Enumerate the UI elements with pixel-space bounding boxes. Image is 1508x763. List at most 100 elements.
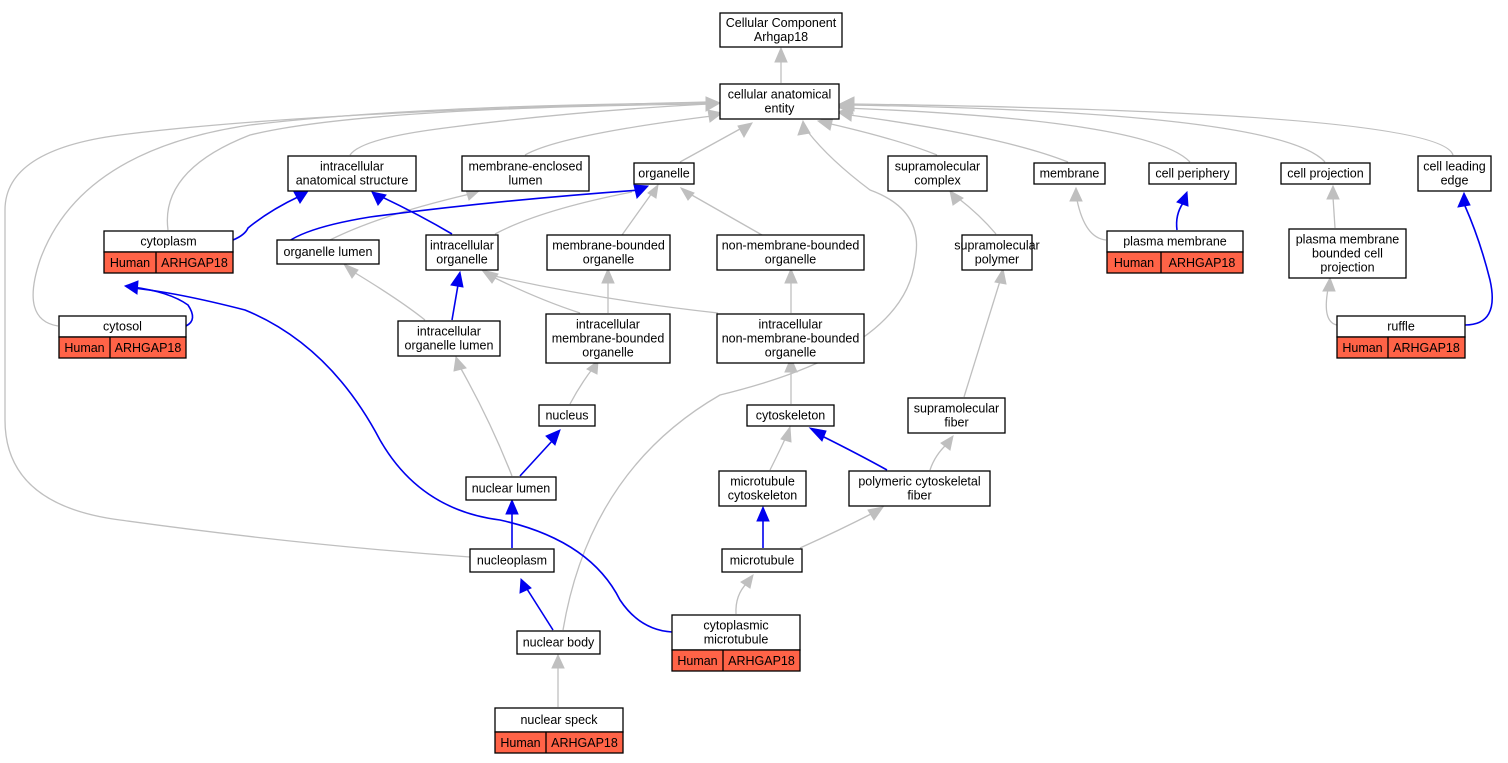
node-label: bounded cell [1312,247,1383,261]
node-box [545,313,671,364]
arrowhead [784,267,798,284]
edge-intorg-organelle [494,191,633,235]
arrowhead [586,359,599,375]
edge-plasmamem-membrane [1076,199,1107,241]
node-box [276,239,380,265]
node-label: cytoplasm [140,235,196,249]
node-label: organelle [765,253,816,267]
node-orglumen[interactable]: organelle lumen [276,239,380,265]
edges-layer [4,61,1494,707]
annotation-gene: ARHGAP18 [1169,256,1236,270]
node-nucleoplasm[interactable]: nucleoplasm [469,548,555,573]
edge-nucleus-imbo [569,367,594,405]
node-box [887,155,988,192]
node-box [546,234,671,271]
node-box [397,320,501,357]
node-cellproj[interactable]: cell projection [1280,162,1371,185]
node-label: intracellular [320,160,384,174]
edge-pcf-smfiber [929,443,948,471]
arrowhead [480,269,499,284]
edge-cytomt-microtubule [735,582,748,615]
node-label: nucleus [545,409,588,423]
annotation-species: Human [500,736,540,750]
arrowhead [740,573,754,589]
arrowhead [1176,190,1189,207]
node-label: supramolecular [954,239,1039,253]
node-label: anatomical structure [296,174,409,188]
arrowhead [1322,276,1336,292]
node-label: cell projection [1287,167,1363,181]
arrowhead [838,96,855,112]
node-label: membrane [1040,167,1100,181]
node-label: intracellular [576,318,640,332]
annotation-species: Human [1342,341,1382,355]
arrowhead [737,122,753,139]
node-nuclumen[interactable]: nuclear lumen [465,476,557,501]
node-box [1417,155,1492,192]
node-label: nucleoplasm [477,554,547,568]
edge-iol-intorg [451,284,459,321]
node-cytoskeleton[interactable]: cytoskeleton [746,404,835,427]
edge-cytoplasm-cae [166,103,707,231]
node-box [848,470,991,507]
node-label: cytoskeleton [728,489,798,503]
node-box [633,162,695,185]
arrowhead [1457,191,1471,208]
node-label: organelle [765,346,816,360]
node-cellper[interactable]: cell periphery [1148,162,1237,185]
node-label: non-membrane-bounded [722,332,860,346]
node-box [718,470,807,507]
edge-smfiber-smpoly [963,280,1001,398]
annotation-species: Human [677,654,717,668]
annotation-species: Human [1114,256,1154,270]
node-label: cytoskeleton [756,409,826,423]
node-label: plasma membrane [1296,233,1400,247]
node-label: membrane-bounded [552,332,665,346]
node-nucbody[interactable]: nuclear body [516,630,601,655]
node-box [465,476,557,501]
node-label: projection [1320,261,1374,275]
edge-orglumen-mel [329,193,471,241]
node-nucleus[interactable]: nucleus [538,404,596,427]
node-box [1288,228,1407,279]
edge-iol-orglumen [351,270,426,321]
node-inmbo[interactable]: intracellularnon-membrane-boundedorganel… [716,313,865,364]
annotation-species: Human [110,256,150,270]
arrowhead [453,355,467,372]
node-membrane[interactable]: membrane [1033,162,1106,185]
node-organelle[interactable]: organelle [633,162,695,185]
node-microtubule[interactable]: microtubule [721,548,803,573]
node-box [907,397,1006,434]
arrowhead [705,96,722,112]
annotation-gene: ARHGAP18 [115,341,182,355]
node-label: microtubule [730,475,795,489]
arrowhead [1069,186,1083,202]
node-label: supramolecular [895,160,980,174]
edge-cytosol-cae [32,102,707,327]
arrowhead [797,119,811,136]
edge-intorg-ias [379,195,453,235]
edge-cytomt-cytoplasm [131,287,673,633]
